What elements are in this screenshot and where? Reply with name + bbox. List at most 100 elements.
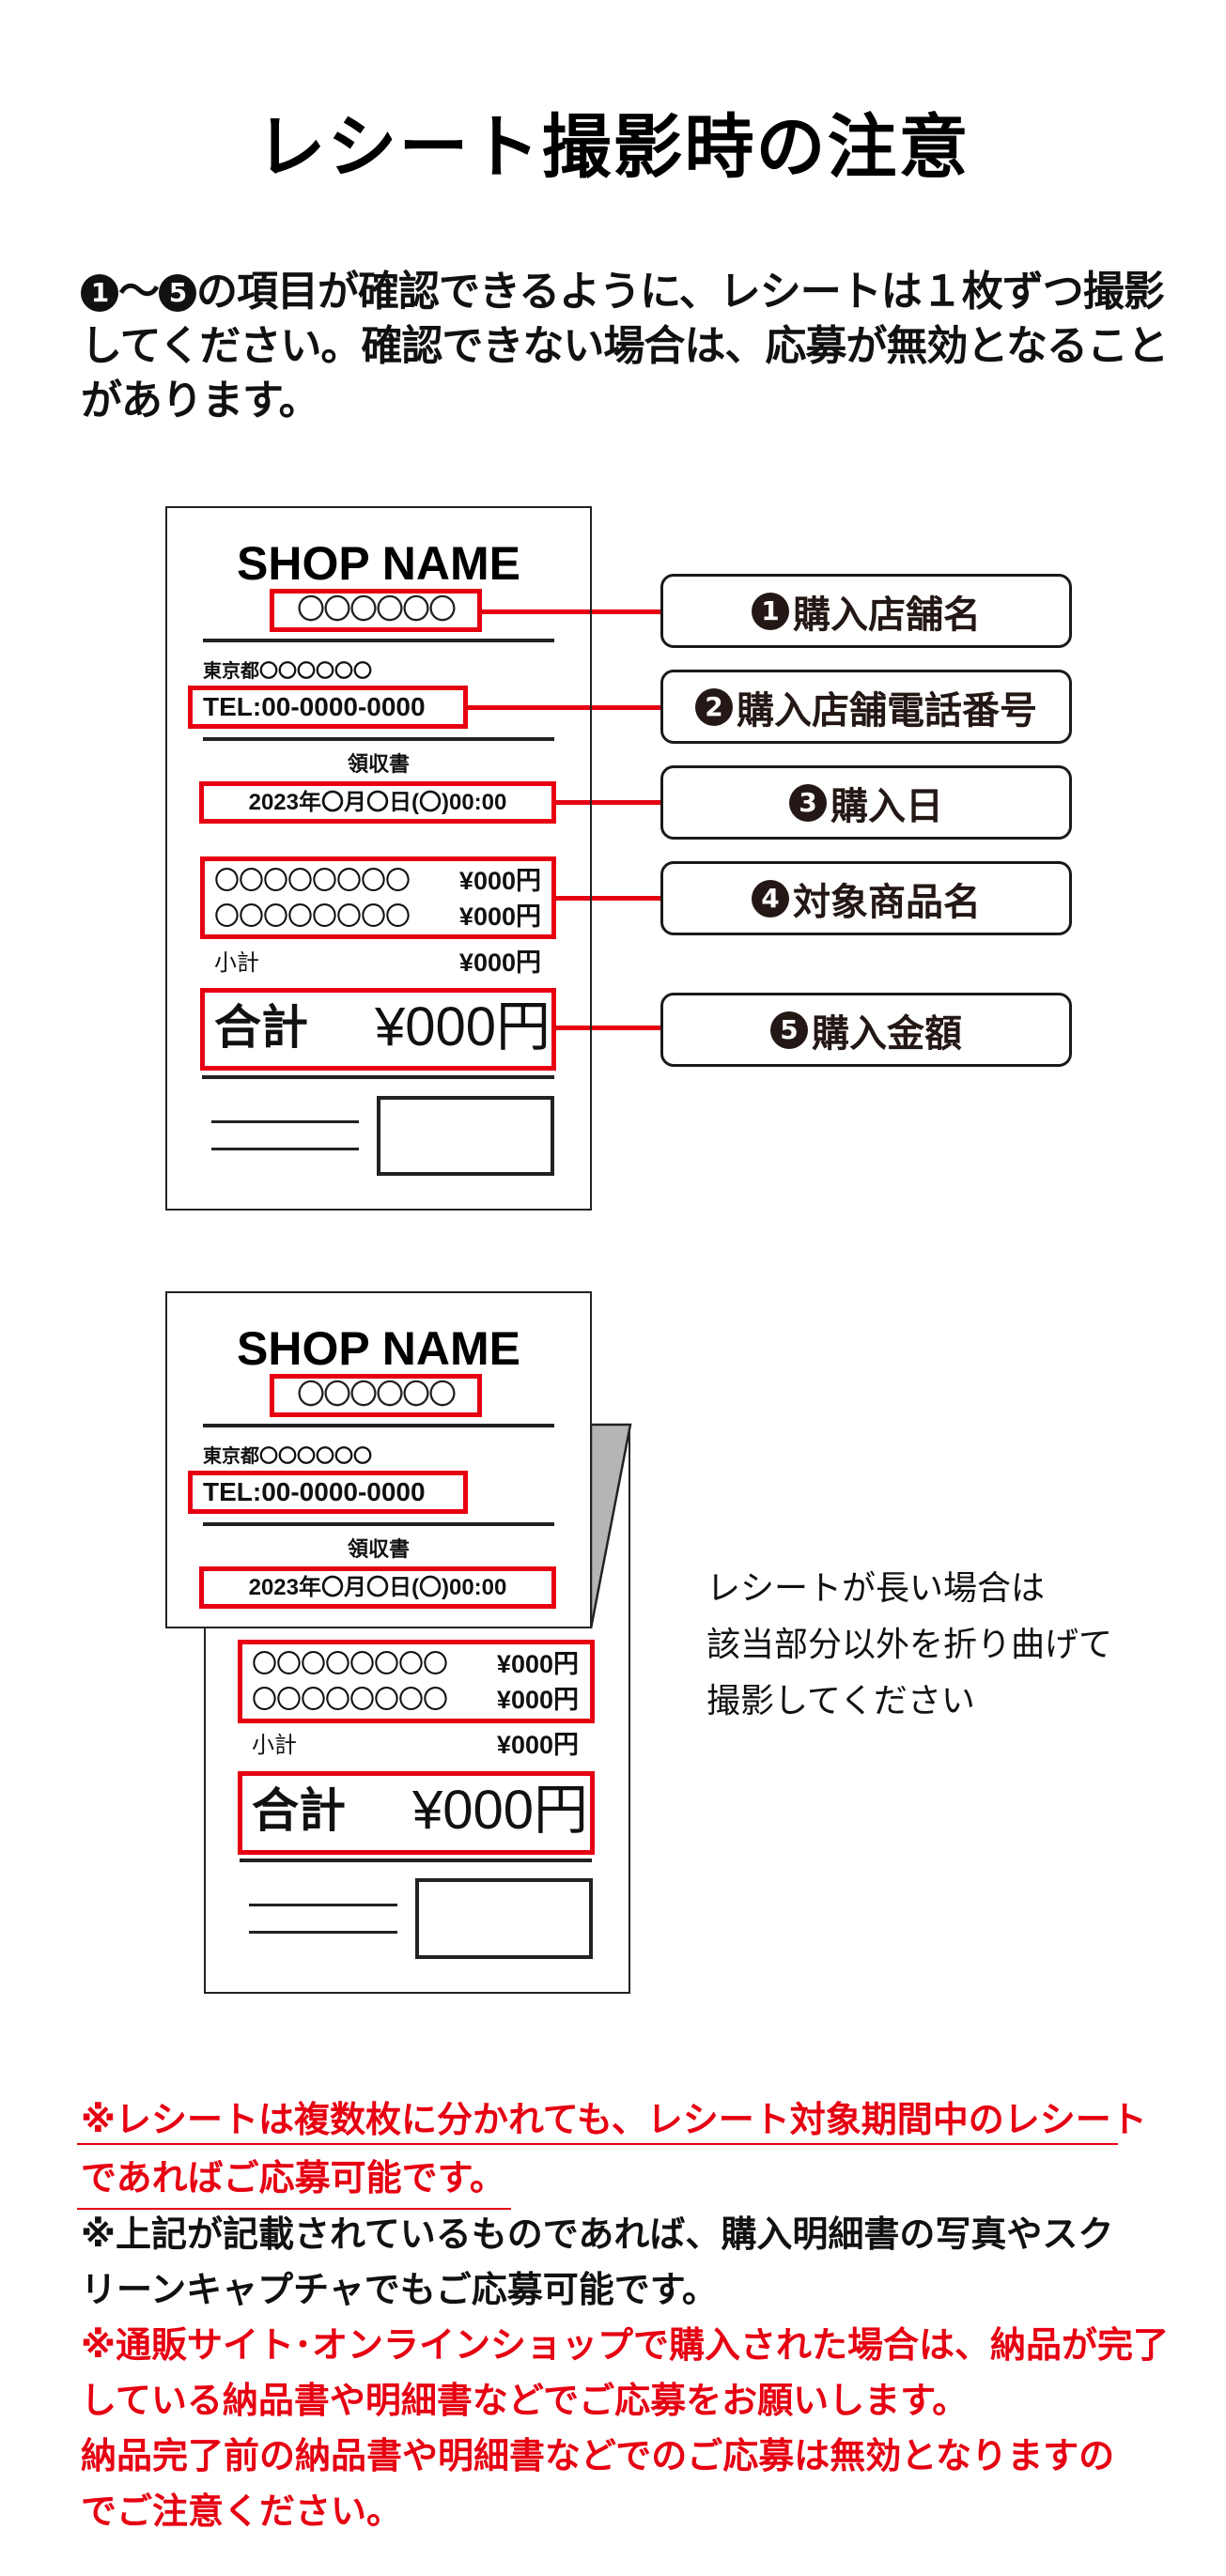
signature-line <box>211 1148 359 1150</box>
divider <box>203 737 554 741</box>
intro-line-2: してください。確認できない場合は、応募が無効となること <box>81 322 1169 370</box>
number-1-icon: 1 <box>752 592 789 630</box>
note-1-underline <box>77 2208 511 2210</box>
store-name-placeholder: 〇〇〇〇〇〇 <box>297 1379 457 1411</box>
range-separator: ～ <box>118 268 160 316</box>
highlight-items <box>200 856 556 939</box>
total-value: ¥000円 <box>374 996 551 1057</box>
receipt-title: 領収書 <box>347 1538 410 1562</box>
subtotal-value: ¥000円 <box>458 949 541 977</box>
subtotal-row: 小計 ¥000円 <box>214 947 541 979</box>
item-price: ¥000円 <box>496 1686 579 1714</box>
item-row: 〇〇〇〇〇〇〇〇 ¥000円 <box>214 900 541 933</box>
subtotal-row: 小計 ¥000円 <box>252 1729 579 1761</box>
connector-2 <box>468 705 661 710</box>
item-row: 〇〇〇〇〇〇〇〇 ¥000円 <box>214 864 541 898</box>
intro-line-3: があります。 <box>81 377 320 424</box>
store-tel: TEL:00-0000-0000 <box>203 692 426 721</box>
store-tel: TEL:00-0000-0000 <box>203 1477 426 1506</box>
number-4-icon: 4 <box>752 879 789 918</box>
shop-name: SHOP NAME <box>237 537 520 590</box>
note-2-line-1: ※上記が記載されているものであれば、購入明細書の写真やスク <box>81 2214 1114 2255</box>
highlight-store-name <box>270 1374 482 1417</box>
subtotal-label: 小計 <box>252 1732 297 1758</box>
intro-line-1-text: の項目が確認できるように、レシートは１枚ずつ撮影 <box>196 268 1165 316</box>
item-row: 〇〇〇〇〇〇〇〇 ¥000円 <box>252 1647 579 1681</box>
fold-instruction-line: レシートが長い場合は <box>706 1569 1046 1608</box>
divider <box>240 1859 592 1862</box>
signature-line <box>249 1904 397 1906</box>
connector-4 <box>556 896 661 901</box>
label-text: 購入店舗名 <box>793 593 981 637</box>
shop-name: SHOP NAME <box>237 1322 520 1375</box>
stamp-box <box>415 1878 593 1959</box>
divider <box>203 639 554 642</box>
fold-instruction-line: 該当部分以外を折り曲げて <box>706 1626 1113 1664</box>
number-5-icon: 5 <box>159 274 196 312</box>
connector-1 <box>482 609 661 614</box>
item-name: 〇〇〇〇〇〇〇〇 <box>252 1686 448 1714</box>
total-row: 合計 ¥000円 <box>252 1780 588 1841</box>
item-price: ¥000円 <box>496 1650 579 1678</box>
store-address: 東京都〇〇〇〇〇〇 <box>203 1444 372 1467</box>
highlight-date <box>199 781 556 824</box>
label-text: 購入店舗電話番号 <box>737 688 1037 733</box>
notes: ※レシートは複数枚に分かれても、レシート対象期間中のレシート であればご応募可能… <box>81 2090 1189 2539</box>
connector-5 <box>556 1026 661 1030</box>
item-price: ¥000円 <box>458 902 541 931</box>
label-text: 対象商品名 <box>793 880 981 924</box>
total-value: ¥000円 <box>411 1780 588 1841</box>
highlight-items <box>238 1640 595 1723</box>
divider <box>203 1522 554 1526</box>
note-1-line-1: ※レシートは複数枚に分かれても、レシート対象期間中のレシート <box>81 2099 1147 2140</box>
receipt-edge <box>590 506 592 1211</box>
connector-3 <box>556 800 661 805</box>
receipt-title: 領収書 <box>347 753 410 777</box>
purchase-datetime: 2023年〇月〇日(〇)00:00 <box>248 790 507 815</box>
highlight-store-name <box>270 589 482 632</box>
note-3-line-1: ※通販サイト･オンラインショップで購入された場合は、納品が完了 <box>81 2324 1169 2366</box>
item-name: 〇〇〇〇〇〇〇〇 <box>214 867 411 895</box>
highlight-date <box>199 1566 556 1609</box>
total-label: 合計 <box>252 1783 346 1838</box>
highlight-total <box>200 988 556 1071</box>
page-title: レシート撮影時の注意 <box>256 107 970 188</box>
fold-instruction-line: 撮影してください <box>706 1682 975 1720</box>
label-text: 購入日 <box>830 784 943 828</box>
note-1-underline <box>77 2143 1118 2145</box>
label-text: 購入金額 <box>812 1011 962 1056</box>
divider <box>203 1424 554 1427</box>
stamp-box <box>377 1096 554 1176</box>
purchase-datetime: 2023年〇月〇日(〇)00:00 <box>248 1575 507 1600</box>
subtotal-value: ¥000円 <box>496 1731 579 1759</box>
fold-instruction: レシートが長い場合は 該当部分以外を折り曲げて 撮影してください <box>706 1561 1112 1730</box>
highlight-tel <box>188 1471 468 1514</box>
divider <box>202 1075 554 1079</box>
signature-line <box>249 1931 397 1934</box>
highlight-total <box>238 1771 595 1855</box>
signature-line <box>211 1120 359 1123</box>
item-name: 〇〇〇〇〇〇〇〇 <box>214 902 411 931</box>
highlight-tel <box>188 686 468 729</box>
fold-corner-icon <box>589 1423 632 1629</box>
note-3-line-2: している納品書や明細書などでご応募をお願いします。 <box>81 2380 969 2421</box>
total-row: 合計 ¥000円 <box>214 996 551 1057</box>
note-2-line-2: リーンキャプチャでもご応募可能です。 <box>81 2269 718 2310</box>
number-5-icon: 5 <box>770 1010 808 1049</box>
item-name: 〇〇〇〇〇〇〇〇 <box>252 1650 448 1678</box>
note-3-line-3: 納品完了前の納品書や明細書などでのご応募は無効となりますの <box>81 2435 1115 2476</box>
item-price: ¥000円 <box>458 867 541 895</box>
item-row: 〇〇〇〇〇〇〇〇 ¥000円 <box>252 1683 579 1717</box>
store-address: 東京都〇〇〇〇〇〇 <box>203 659 372 682</box>
subtotal-label: 小計 <box>214 949 259 976</box>
total-label: 合計 <box>214 1000 308 1055</box>
note-3-line-4: でご注意ください。 <box>81 2491 403 2532</box>
number-1-icon: 1 <box>81 274 118 312</box>
